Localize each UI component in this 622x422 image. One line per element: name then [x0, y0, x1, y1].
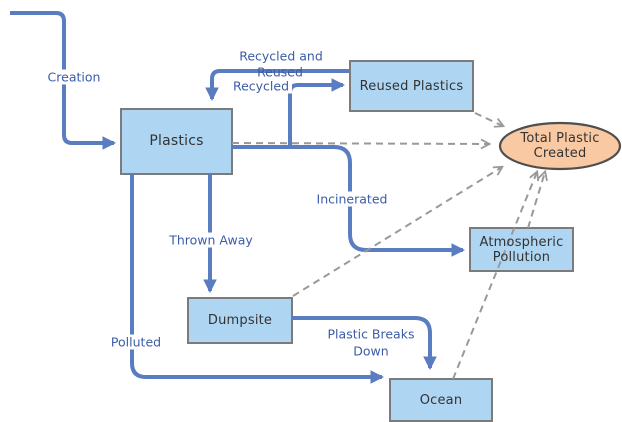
- node-atmospheric-pollution-box: [469, 227, 574, 272]
- edge-plastic-breaks-down: [292, 316, 437, 371]
- edge-polluted: [130, 174, 385, 384]
- node-reused-plastics-box: [349, 60, 474, 112]
- edge-ocean-to-total: [452, 172, 537, 380]
- node-ocean-box: [389, 378, 493, 422]
- node-total-plastic-created-ellipse: [498, 121, 622, 171]
- edge-reused-to-total: [474, 112, 503, 126]
- edge-creation: [10, 11, 117, 150]
- node-plastics-box: [120, 108, 233, 175]
- edge-plastics-to-total: [231, 143, 489, 144]
- edge-recycled: [288, 78, 346, 148]
- edge-recycled-and-reused: [205, 69, 350, 102]
- node-dumpsite-box: [187, 297, 293, 344]
- edge-atmospheric-to-total: [527, 172, 545, 229]
- edge-dumpsite-to-total: [292, 167, 502, 297]
- edge-incinerated: [232, 145, 466, 257]
